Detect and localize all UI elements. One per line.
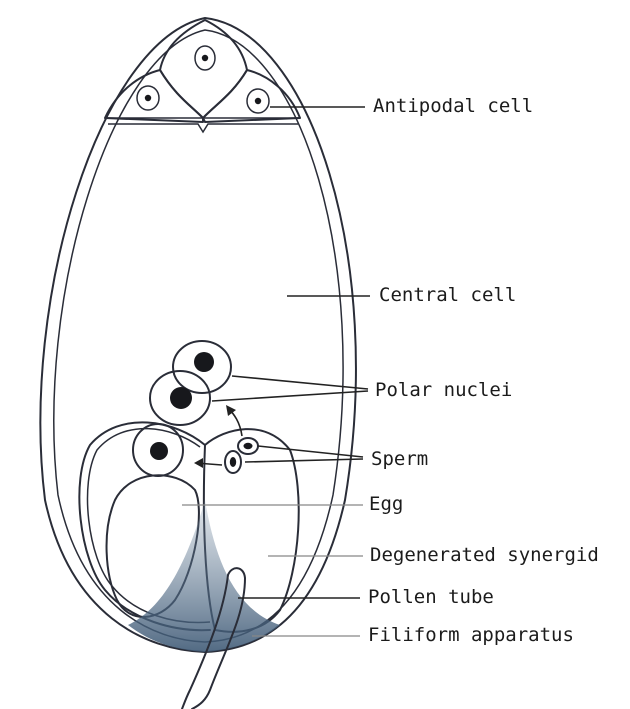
filiform-shading bbox=[128, 500, 280, 652]
label-degenerated-synergid: Degenerated synergid bbox=[370, 546, 599, 565]
label-antipodal-cell: Antipodal cell bbox=[373, 97, 533, 116]
label-central-cell: Central cell bbox=[379, 286, 516, 305]
label-polar-nuclei: Polar nuclei bbox=[375, 381, 512, 400]
label-egg: Egg bbox=[369, 495, 403, 514]
egg-apparatus bbox=[79, 405, 298, 709]
label-sperm: Sperm bbox=[371, 450, 428, 469]
label-pollen-tube: Pollen tube bbox=[368, 588, 494, 607]
polar-nuclei bbox=[150, 341, 231, 425]
label-filiform-apparatus: Filiform apparatus bbox=[368, 626, 574, 645]
